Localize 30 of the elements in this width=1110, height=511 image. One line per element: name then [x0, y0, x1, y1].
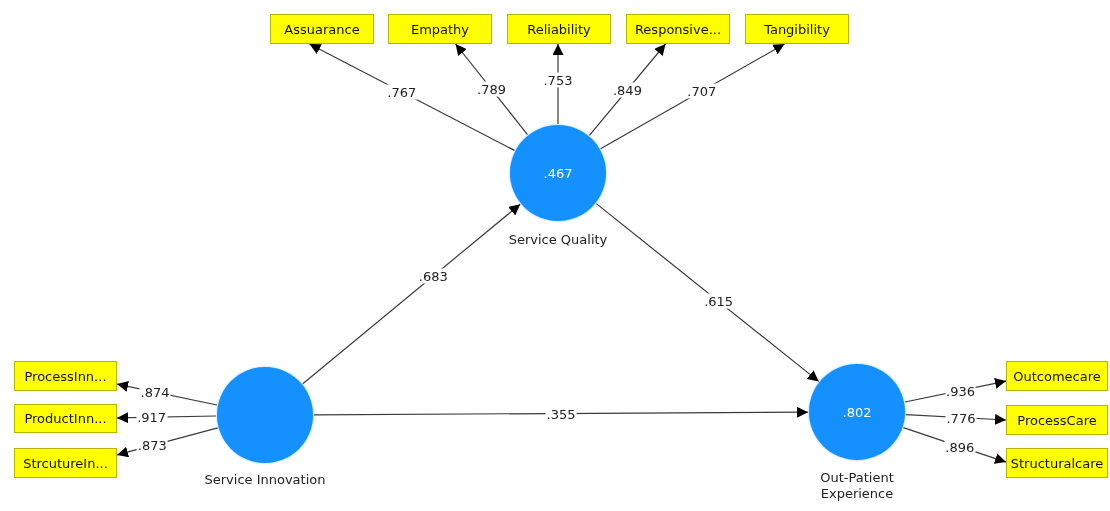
indicator-box: Empathy [388, 14, 492, 44]
indicator-box: StrcutureIn... [14, 448, 117, 478]
path-coefficient: .707 [686, 83, 718, 99]
indicator-box: Structuralcare [1006, 448, 1108, 478]
path-coefficient: .683 [417, 268, 449, 284]
path-coefficient: .936 [945, 383, 976, 398]
path-coefficient: .753 [542, 72, 574, 88]
indicator-box: Assuarance [270, 14, 374, 44]
construct-label: Out-Patient Experience [819, 470, 895, 502]
indicator-box: ProductInn... [14, 404, 117, 433]
construct-label: Service Innovation [203, 472, 327, 488]
path-coefficient: .615 [703, 293, 735, 309]
path-coefficient: .896 [944, 439, 976, 455]
indicator-box: ProcessCare [1006, 405, 1108, 435]
path-coefficient: .849 [611, 82, 643, 98]
path-arrow [313, 406, 809, 418]
path-coefficient: .767 [386, 84, 418, 100]
r-squared-value: .467 [543, 165, 573, 181]
path-arrow [595, 203, 820, 382]
latent-variable-circle [510, 125, 606, 221]
r-squared-value: .802 [842, 404, 872, 420]
path-coefficient: .873 [136, 437, 168, 453]
path-arrow [302, 203, 521, 385]
indicator-box: ProcessInn... [14, 361, 117, 391]
indicator-box: Outcomecare [1006, 361, 1108, 391]
indicator-box: Responsive... [626, 14, 730, 44]
construct-label: Service Quality [507, 232, 609, 248]
path-coefficient: .789 [476, 81, 508, 97]
indicator-box: Reliability [507, 14, 611, 44]
indicator-box: Tangibility [745, 14, 849, 44]
